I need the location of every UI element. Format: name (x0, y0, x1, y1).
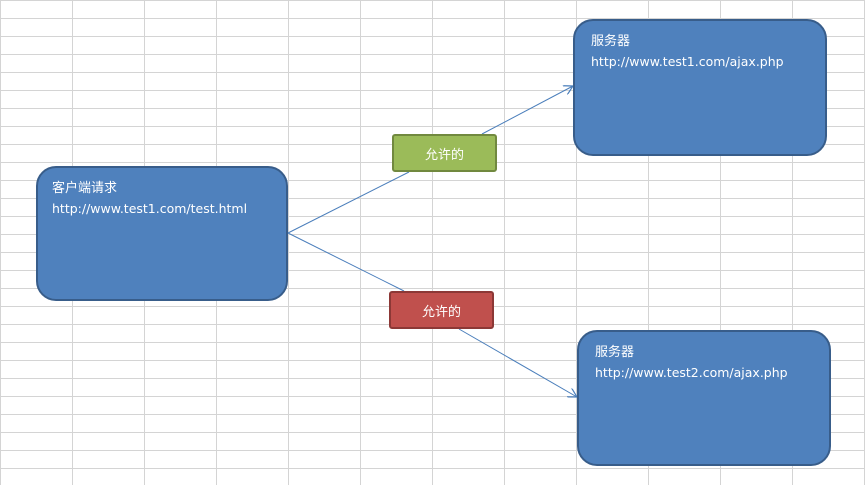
allowed-label-red: 允许的 (389, 291, 494, 329)
connector-client-to-green (287, 171, 410, 234)
connector-client-to-red (287, 232, 405, 292)
server1-url: http://www.test1.com/ajax.php (591, 54, 784, 69)
client-title: 客户端请求 (52, 181, 118, 196)
arrow-red-to-server2 (458, 328, 577, 397)
client-url: http://www.test1.com/test.html (52, 201, 248, 216)
server2-title: 服务器 (595, 345, 635, 360)
arrow-green-to-server1 (481, 86, 573, 135)
server2-url: http://www.test2.com/ajax.php (595, 365, 788, 380)
server2-node: 服务器 http://www.test2.com/ajax.php (577, 330, 831, 466)
allowed-label-green: 允许的 (392, 134, 497, 172)
server1-node: 服务器 http://www.test1.com/ajax.php (573, 19, 827, 156)
client-request-node: 客户端请求 http://www.test1.com/test.html (36, 166, 288, 301)
server1-title: 服务器 (591, 34, 631, 49)
